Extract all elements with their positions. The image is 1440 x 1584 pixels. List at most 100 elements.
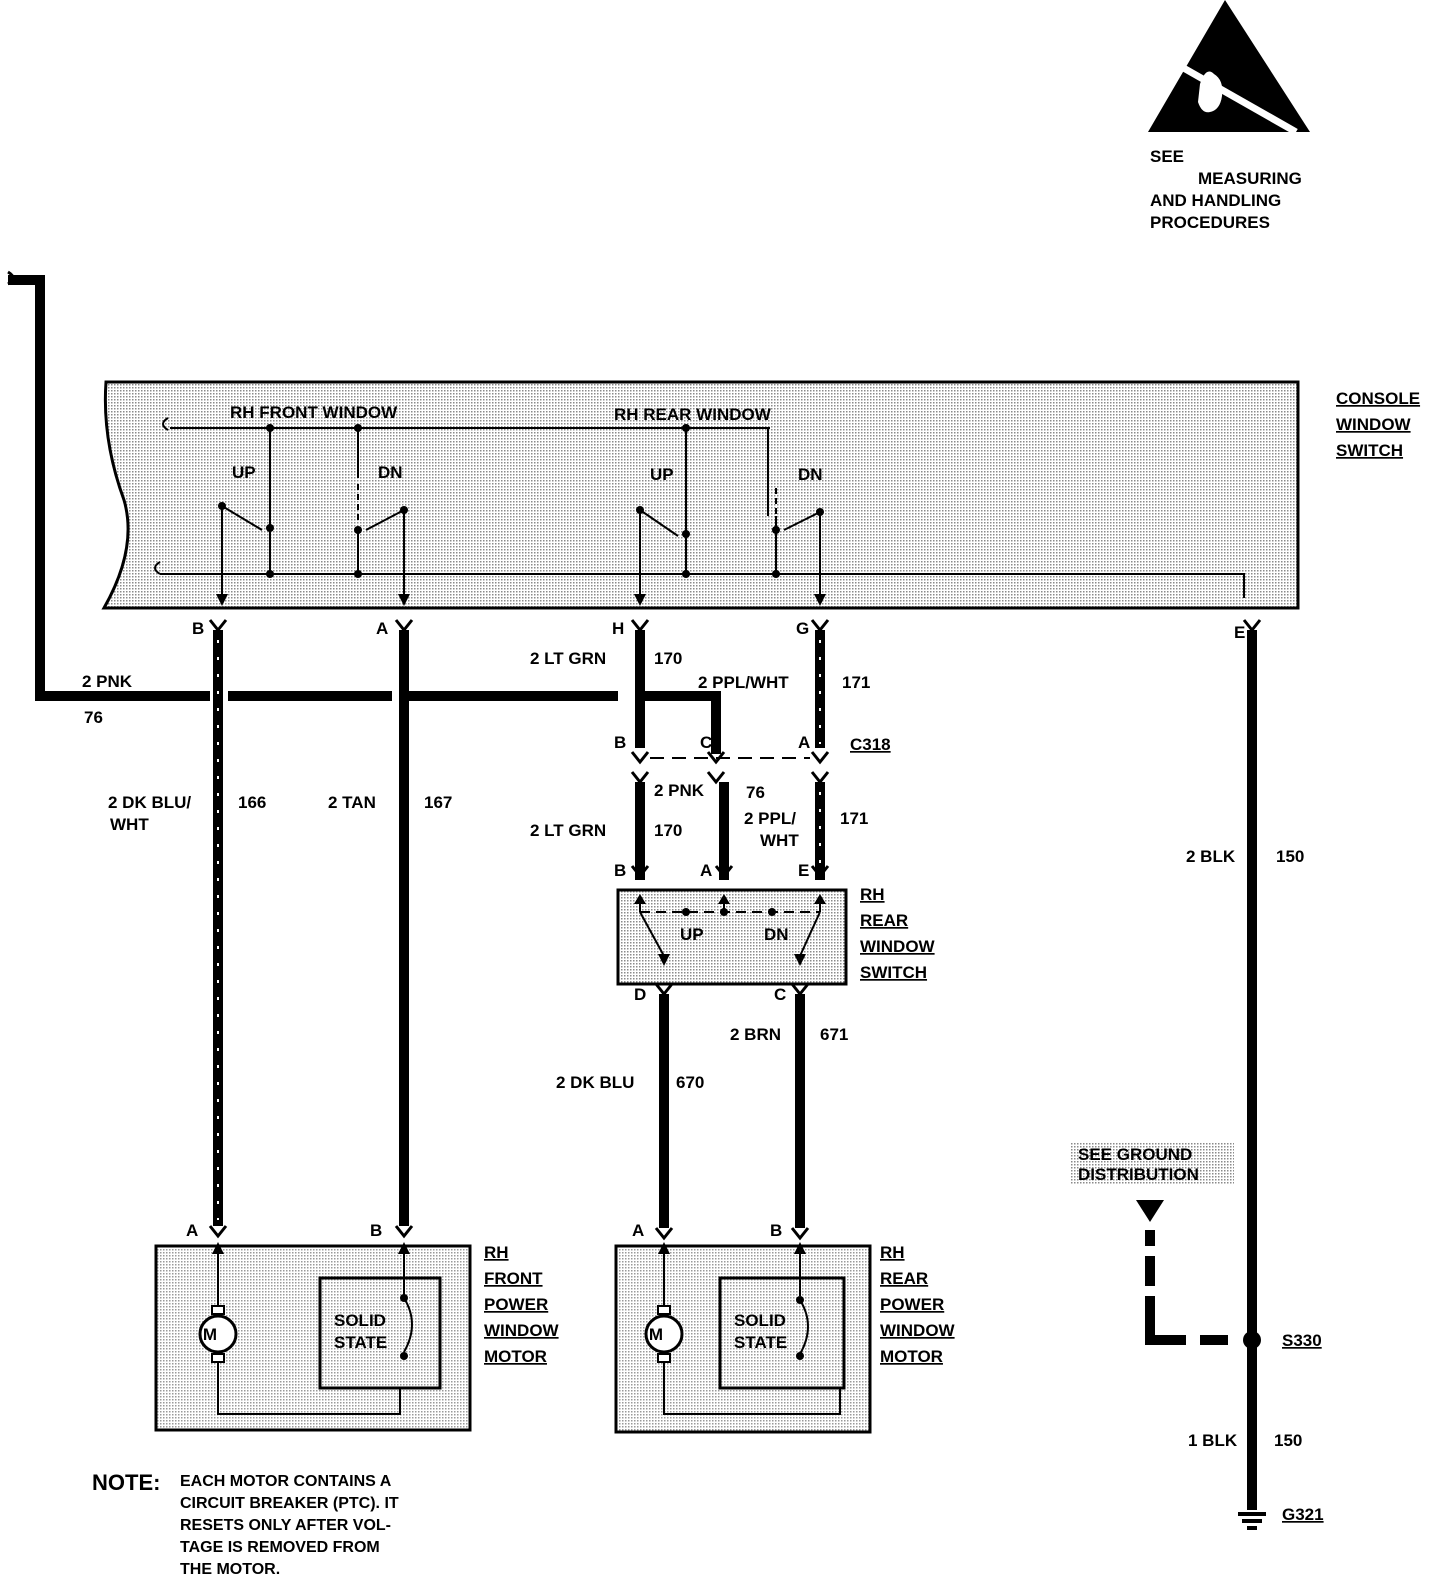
ground-g321-label: G321	[1282, 1505, 1324, 1524]
console-front-dn-label: DN	[378, 463, 403, 482]
note-text: EACH MOTOR CONTAINS A CIRCUIT BREAKER (P…	[180, 1473, 399, 1578]
svg-text:WINDOW: WINDOW	[880, 1321, 956, 1340]
rear-switch-pin-a: A	[700, 861, 712, 880]
rear-up-wire-upper-label: 2 LT GRN 170	[530, 649, 682, 668]
svg-text:SOLID: SOLID	[734, 1311, 786, 1330]
svg-text:CIRCUIT BREAKER (PTC). IT: CIRCUIT BREAKER (PTC). IT	[180, 1495, 399, 1512]
svg-text:REAR: REAR	[860, 911, 908, 930]
svg-text:WINDOW: WINDOW	[484, 1321, 560, 1340]
console-rear-up-label: UP	[650, 465, 674, 484]
esd-notice-text: SEE MEASURING AND HANDLING PROCEDURES	[1150, 147, 1302, 232]
rear-dn-wire-upper-label: 2 PPL/WHT 171	[698, 673, 870, 692]
c318-pin-c: C	[700, 733, 712, 752]
front-motor-symbol: M	[203, 1325, 217, 1344]
connector-c318	[630, 751, 830, 785]
console-pin-e: E	[1234, 623, 1245, 642]
svg-text:166: 166	[238, 793, 266, 812]
c318-pin-b: B	[614, 733, 626, 752]
svg-text:SWITCH: SWITCH	[1336, 441, 1403, 460]
ground-symbol-icon	[1238, 1512, 1266, 1530]
rear-switch-pin-d: D	[634, 985, 646, 1004]
svg-text:RH: RH	[860, 885, 885, 904]
rear-motor-title: RH REAR POWER WINDOW MOTOR	[880, 1243, 956, 1366]
svg-text:SEE: SEE	[1150, 147, 1184, 166]
rear-switch-pin-c: C	[774, 985, 786, 1004]
svg-text:MOTOR: MOTOR	[880, 1347, 943, 1366]
pnk-feed-wire	[7, 270, 721, 754]
console-connector-pins	[208, 619, 1262, 633]
svg-text:REAR: REAR	[880, 1269, 928, 1288]
svg-text:170: 170	[654, 649, 682, 668]
rear-switch-title: RH REAR WINDOW SWITCH	[860, 885, 936, 982]
pnk-wire-mid-label: 2 PNK 76	[654, 781, 765, 802]
svg-text:FRONT: FRONT	[484, 1269, 543, 1288]
svg-text:POWER: POWER	[880, 1295, 944, 1314]
rh-rear-power-window-motor	[614, 1227, 872, 1434]
svg-text:670: 670	[676, 1073, 704, 1092]
console-rear-dn-label: DN	[798, 465, 823, 484]
svg-text:WHT: WHT	[110, 815, 149, 834]
ground-reference-arrow-icon	[1136, 1200, 1164, 1222]
pnk-feed-circuit: 76	[84, 708, 103, 727]
rear-motor-a-wire-label: 2 DK BLU 670	[556, 1073, 704, 1092]
rear-switch-pin-e: E	[798, 861, 809, 880]
console-front-section-label: RH FRONT WINDOW	[230, 403, 398, 422]
svg-text:MEASURING: MEASURING	[1198, 169, 1302, 188]
svg-text:2 DK BLU/: 2 DK BLU/	[108, 793, 191, 812]
svg-text:RESETS ONLY AFTER VOL-: RESETS ONLY AFTER VOL-	[180, 1517, 391, 1534]
rear-dn-wire-mid-label: 2 PPL/ WHT 171	[744, 809, 868, 850]
svg-text:170: 170	[654, 821, 682, 840]
rear-switch-up-label: UP	[680, 925, 704, 944]
front-motor-title: RH FRONT POWER WINDOW MOTOR	[484, 1243, 560, 1366]
svg-text:PROCEDURES: PROCEDURES	[1150, 213, 1270, 232]
svg-text:STATE: STATE	[334, 1333, 387, 1352]
svg-text:DISTRIBUTION: DISTRIBUTION	[1078, 1165, 1199, 1184]
rear-motor-b-wire-label: 2 BRN 671	[730, 1025, 848, 1044]
front-up-wire-label: 2 DK BLU/ WHT 166	[108, 793, 266, 834]
svg-text:2 DK BLU: 2 DK BLU	[556, 1073, 634, 1092]
svg-text:671: 671	[820, 1025, 848, 1044]
rear-motor-pin-b: B	[770, 1221, 782, 1240]
svg-text:171: 171	[840, 809, 868, 828]
svg-text:WHT: WHT	[760, 831, 799, 850]
svg-text:MOTOR: MOTOR	[484, 1347, 547, 1366]
front-motor-solid-state-label: SOLID STATE	[334, 1311, 387, 1352]
rear-motor-solid-state-label: SOLID STATE	[734, 1311, 787, 1352]
svg-text:CONSOLE: CONSOLE	[1336, 389, 1420, 408]
rear-switch-pin-b: B	[614, 861, 626, 880]
svg-text:150: 150	[1274, 1431, 1302, 1450]
svg-text:2 LT GRN: 2 LT GRN	[530, 821, 606, 840]
svg-text:2 PPL/: 2 PPL/	[744, 809, 796, 828]
svg-text:2 BRN: 2 BRN	[730, 1025, 781, 1044]
esd-warning-icon	[1148, 0, 1310, 136]
svg-text:2 TAN: 2 TAN	[328, 793, 376, 812]
console-pin-a: A	[376, 619, 388, 638]
ground-wire-lower-label: 1 BLK 150	[1188, 1431, 1302, 1450]
svg-text:WINDOW: WINDOW	[860, 937, 936, 956]
rear-up-wire-mid-label: 2 LT GRN 170	[530, 821, 682, 840]
svg-text:THE MOTOR.: THE MOTOR.	[180, 1561, 280, 1578]
svg-text:AND HANDLING: AND HANDLING	[1150, 191, 1281, 210]
console-rear-section-label: RH REAR WINDOW	[614, 405, 772, 424]
console-front-up-label: UP	[232, 463, 256, 482]
rh-rear-window-switch	[616, 865, 848, 997]
svg-text:2 PNK: 2 PNK	[654, 781, 705, 800]
console-pin-h: H	[612, 619, 624, 638]
svg-text:STATE: STATE	[734, 1333, 787, 1352]
splice-s330-label: S330	[1282, 1331, 1322, 1350]
ground-distribution-wire	[1145, 1230, 1228, 1345]
front-dn-wire-label: 2 TAN 167	[328, 793, 452, 812]
console-window-switch	[101, 380, 1300, 610]
svg-text:76: 76	[746, 783, 765, 802]
c318-pin-a: A	[798, 733, 810, 752]
rear-motor-symbol: M	[649, 1325, 663, 1344]
rear-motor-pin-a: A	[632, 1221, 644, 1240]
svg-text:167: 167	[424, 793, 452, 812]
svg-text:SOLID: SOLID	[334, 1311, 386, 1330]
front-motor-pin-b: B	[370, 1221, 382, 1240]
svg-text:EACH MOTOR CONTAINS A: EACH MOTOR CONTAINS A	[180, 1473, 392, 1490]
svg-text:1 BLK: 1 BLK	[1188, 1431, 1238, 1450]
svg-text:SWITCH: SWITCH	[860, 963, 927, 982]
svg-text:RH: RH	[484, 1243, 509, 1262]
